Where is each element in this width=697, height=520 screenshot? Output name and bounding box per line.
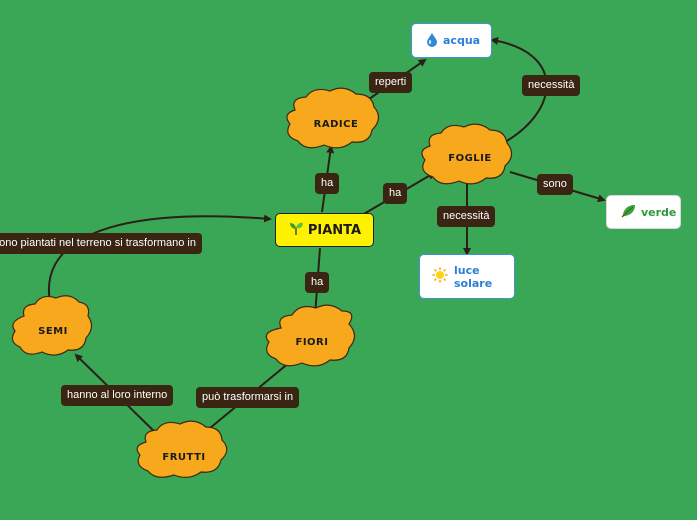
cloud-frutti[interactable]: FRUTTI bbox=[136, 420, 228, 478]
edge-label-frutti-semi: hanno al loro interno bbox=[61, 385, 174, 406]
cloud-fiori[interactable]: FIORI bbox=[265, 304, 356, 367]
node-acqua[interactable]: acqua bbox=[411, 23, 492, 58]
edge-semi-root bbox=[47, 214, 272, 311]
edge-label-root-radice: ha bbox=[315, 173, 340, 194]
edge-label-root-fiori: ha bbox=[305, 272, 330, 293]
node-luce-solare[interactable]: luce solare bbox=[419, 254, 515, 299]
cloud-label-frutti: FRUTTI bbox=[162, 452, 205, 463]
edge-label-fiori-frutti: può trasformarsi in bbox=[196, 387, 300, 408]
cloud-label-semi: SEMI bbox=[38, 326, 68, 337]
node-verde[interactable]: verde bbox=[606, 195, 681, 229]
leaf-icon bbox=[621, 203, 636, 221]
cloud-foglie[interactable]: FOGLIE bbox=[421, 123, 513, 185]
cloud-radice[interactable]: RADICE bbox=[286, 87, 380, 149]
root-node-pianta[interactable]: PIANTA bbox=[275, 213, 374, 247]
edge-label-foglie-acqua: necessità bbox=[522, 75, 581, 96]
edge-label-foglie-luce: necessità bbox=[437, 206, 496, 227]
acqua-label: acqua bbox=[443, 34, 481, 47]
luce-label-line2: solare bbox=[454, 276, 493, 290]
cloud-semi[interactable]: SEMI bbox=[11, 295, 93, 356]
luce-label-line1: luce bbox=[454, 263, 480, 277]
sun-icon bbox=[432, 267, 448, 286]
edge-label-radice-acqua: reperti bbox=[369, 72, 413, 93]
root-label: PIANTA bbox=[307, 222, 362, 238]
verde-label: verde bbox=[641, 205, 677, 219]
cloud-label-fiori: FIORI bbox=[296, 337, 329, 348]
water-drop-icon bbox=[426, 32, 438, 50]
edge-label-root-foglie: ha bbox=[383, 183, 408, 204]
cloud-label-foglie: FOGLIE bbox=[448, 153, 491, 164]
cloud-label-radice: RADICE bbox=[314, 119, 359, 130]
sprout-icon bbox=[288, 220, 304, 240]
edge-label-semi-root: sono piantati nel terreno si trasformano… bbox=[0, 233, 202, 254]
edge-label-foglie-verde: sono bbox=[537, 174, 573, 195]
